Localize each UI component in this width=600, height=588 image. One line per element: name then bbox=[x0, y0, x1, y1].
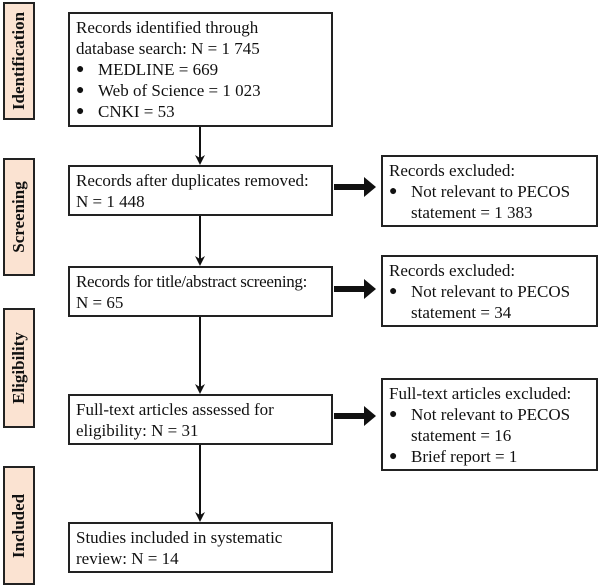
bullet-icon: ● bbox=[76, 104, 85, 119]
stage-text: Screening bbox=[9, 181, 28, 253]
bullet-icon: ● bbox=[389, 284, 398, 299]
box-excluded-3: Full-text articles excluded: ● Not releva… bbox=[381, 378, 598, 471]
box-included: Studies included in systematic review: N … bbox=[68, 522, 333, 573]
bullet-text: Not relevant to PECOS bbox=[411, 282, 571, 301]
bullet-text: Not relevant to PECOS bbox=[411, 405, 571, 424]
stage-label-screening: Screening bbox=[3, 158, 35, 276]
stage-label-identification: Identification bbox=[3, 2, 35, 120]
box-deduplicated: Records after duplicates removed: N = 1 4… bbox=[68, 165, 333, 216]
box-identified: Records identified through database sear… bbox=[68, 12, 333, 127]
box-excluded-2: Records excluded: ● Not relevant to PECOS… bbox=[381, 255, 598, 327]
box-text: eligibility: N = 31 bbox=[76, 421, 199, 440]
bullet-icon: ● bbox=[76, 62, 85, 77]
box-full-text: Full-text articles assessed for eligibili… bbox=[68, 394, 333, 445]
box-text: Records identified through bbox=[76, 18, 259, 37]
bullet-text: CNKI = 53 bbox=[98, 102, 175, 121]
box-text: Full-text articles assessed for bbox=[76, 400, 274, 419]
box-excluded-1: Records excluded: ● Not relevant to PECOS… bbox=[381, 155, 598, 227]
box-text: review: N = 14 bbox=[76, 549, 179, 568]
bullet-item: ● Not relevant to PECOS bbox=[389, 281, 590, 302]
bullet-item: ● Web of Science = 1 023 bbox=[76, 80, 325, 101]
box-text: N = 65 bbox=[76, 293, 124, 312]
box-text: Records for title/abstract screening: bbox=[76, 272, 308, 291]
bullet-text: MEDLINE = 669 bbox=[98, 60, 219, 79]
bullet-item: ● Brief report = 1 bbox=[389, 446, 590, 467]
bullet-text: Web of Science = 1 023 bbox=[98, 81, 261, 100]
arrow-right bbox=[334, 406, 376, 426]
bullet-text: statement = 16 bbox=[411, 426, 512, 445]
box-screened: Records for title/abstract screening: N =… bbox=[68, 266, 333, 317]
bullet-icon: ● bbox=[389, 184, 398, 199]
bullet-text: statement = 34 bbox=[411, 303, 512, 322]
arrow-right bbox=[334, 279, 376, 299]
bullet-text: Brief report = 1 bbox=[411, 447, 518, 466]
bullet-text: statement = 1 383 bbox=[411, 203, 533, 222]
box-title: Records excluded: bbox=[389, 161, 516, 180]
box-text: Records after duplicates removed: bbox=[76, 171, 309, 190]
box-text: database search: N = 1 745 bbox=[76, 39, 260, 58]
stage-text: Included bbox=[9, 493, 28, 558]
bullet-icon: ● bbox=[76, 83, 85, 98]
bullet-item: ● Not relevant to PECOS bbox=[389, 404, 590, 425]
stage-text: Identification bbox=[9, 11, 28, 111]
arrow-right bbox=[334, 177, 376, 197]
stage-label-included: Included bbox=[3, 466, 35, 585]
bullet-item: ● MEDLINE = 669 bbox=[76, 59, 325, 80]
bullet-item: ● Not relevant to PECOS bbox=[389, 181, 590, 202]
bullet-icon: ● bbox=[389, 407, 398, 422]
box-text: Studies included in systematic bbox=[76, 528, 283, 547]
box-title: Full-text articles excluded: bbox=[389, 384, 572, 403]
box-title: Records excluded: bbox=[389, 261, 516, 280]
box-text: N = 1 448 bbox=[76, 192, 145, 211]
stage-text: Eligibility bbox=[9, 332, 28, 404]
bullet-item: ● CNKI = 53 bbox=[76, 101, 325, 122]
stage-label-eligibility: Eligibility bbox=[3, 308, 35, 428]
bullet-icon: ● bbox=[389, 449, 398, 464]
bullet-text: Not relevant to PECOS bbox=[411, 182, 571, 201]
